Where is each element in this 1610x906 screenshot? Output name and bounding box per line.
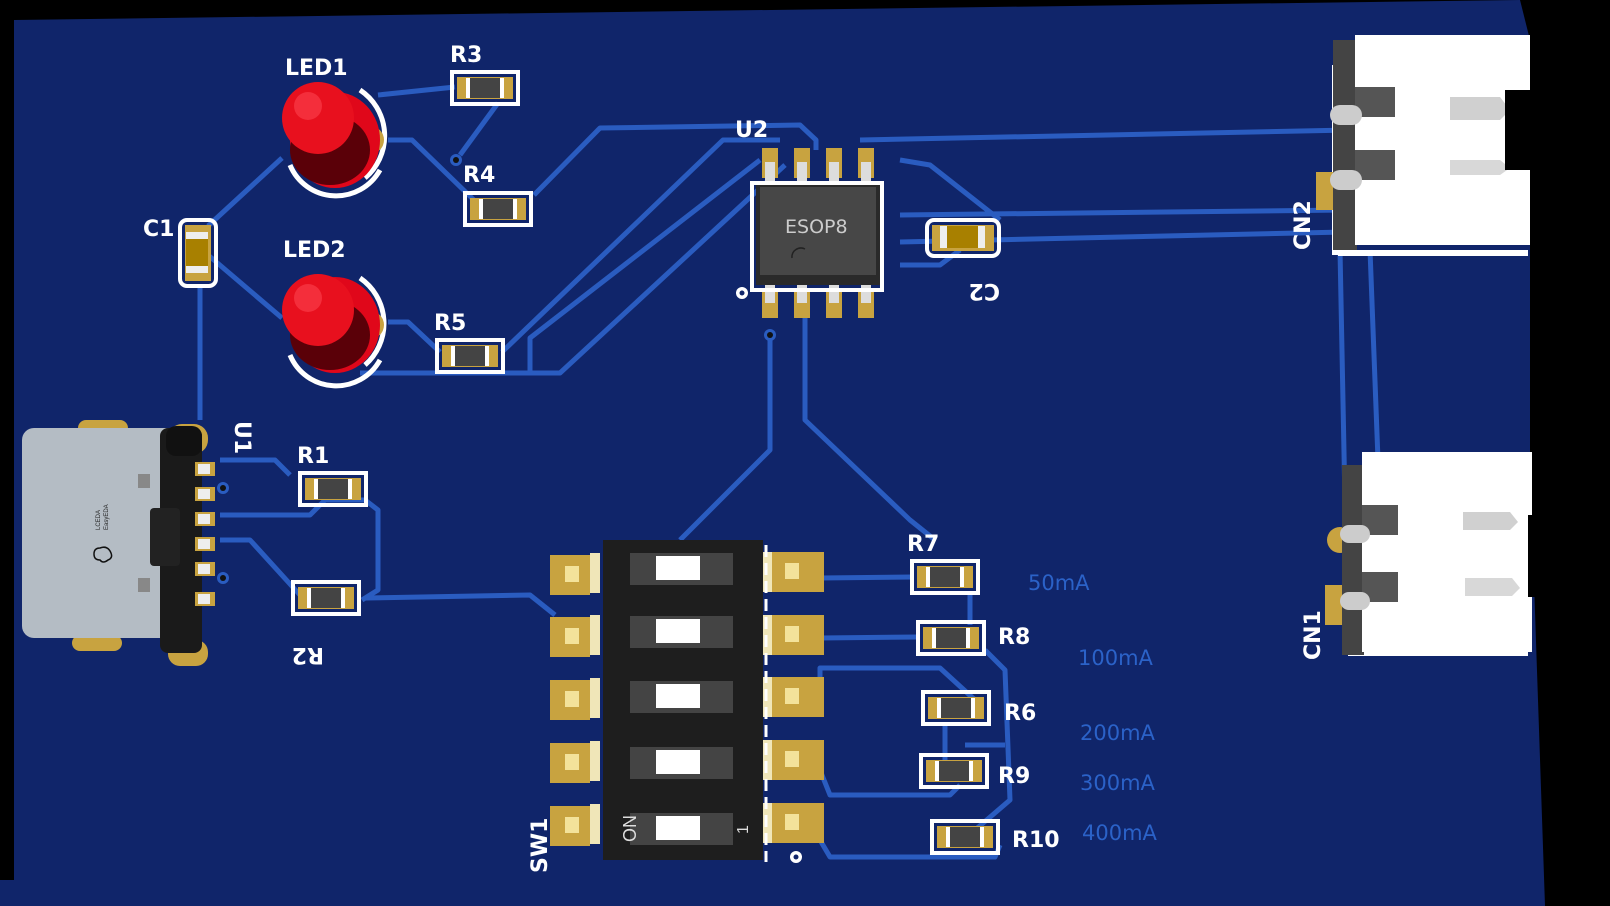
r2[interactable]	[291, 580, 361, 616]
r3-label: R3	[450, 43, 482, 68]
usb-logo-text-1: LCEDA	[96, 510, 102, 530]
c2[interactable]	[925, 218, 1001, 258]
dip-on-label: ON	[620, 815, 640, 842]
cn1-label: CN1	[1301, 610, 1326, 660]
r8[interactable]	[916, 620, 986, 656]
current-label-400ma: 400mA	[1082, 821, 1158, 845]
r6-label: R6	[1004, 701, 1036, 726]
c1[interactable]	[178, 218, 218, 288]
dip-slot[interactable]	[630, 813, 733, 845]
usb-logo-text-2: EasyEDA	[104, 504, 110, 530]
r2-label: R2	[292, 642, 324, 667]
r8-label: R8	[998, 625, 1030, 650]
led1-label: LED1	[285, 56, 348, 81]
r4-label: R4	[463, 163, 495, 188]
u2-label: U2	[735, 118, 768, 143]
u2-package-marking: ESOP8	[785, 216, 848, 238]
r1[interactable]	[298, 471, 368, 507]
vias	[217, 154, 776, 584]
u2-chip[interactable]	[750, 148, 884, 318]
r10[interactable]	[930, 819, 1000, 855]
easyeda-logo-icon	[93, 546, 113, 563]
r5-label: R5	[434, 311, 466, 336]
current-label-100ma: 100mA	[1078, 646, 1154, 670]
board-substrate	[0, 0, 1545, 906]
c1-label: C1	[143, 217, 174, 242]
r7-label: R7	[907, 532, 939, 557]
dip-slot[interactable]	[630, 747, 733, 779]
dip-pin1-label: 1	[735, 825, 752, 834]
cn1-connector[interactable]	[1325, 452, 1538, 656]
sw1-dip-switch[interactable]	[550, 540, 824, 862]
r3[interactable]	[450, 70, 520, 106]
current-label-200ma: 200mA	[1080, 721, 1156, 745]
cn2-label: CN2	[1291, 200, 1316, 250]
current-label-50ma: 50mA	[1028, 571, 1090, 595]
cn2-connector[interactable]	[1316, 35, 1530, 256]
sw1-label: SW1	[528, 818, 553, 873]
dip-slot[interactable]	[630, 616, 733, 648]
led1[interactable]	[282, 82, 388, 199]
r9[interactable]	[919, 753, 989, 789]
dip-slot[interactable]	[630, 553, 733, 585]
r4[interactable]	[463, 191, 533, 227]
u1-label: U1	[229, 421, 254, 454]
led2[interactable]	[282, 274, 387, 389]
r10-label: R10	[1012, 828, 1060, 853]
r1-label: R1	[297, 444, 329, 469]
led2-label: LED2	[283, 238, 346, 263]
r5[interactable]	[435, 338, 505, 374]
dip-slot[interactable]	[630, 681, 733, 713]
u1-usb-c-connector[interactable]	[22, 420, 215, 666]
r6[interactable]	[921, 690, 991, 726]
c2-label: C2	[969, 278, 1000, 303]
r7[interactable]	[910, 559, 980, 595]
current-label-300ma: 300mA	[1080, 771, 1156, 795]
traces	[197, 84, 1381, 860]
r9-label: R9	[998, 764, 1030, 789]
